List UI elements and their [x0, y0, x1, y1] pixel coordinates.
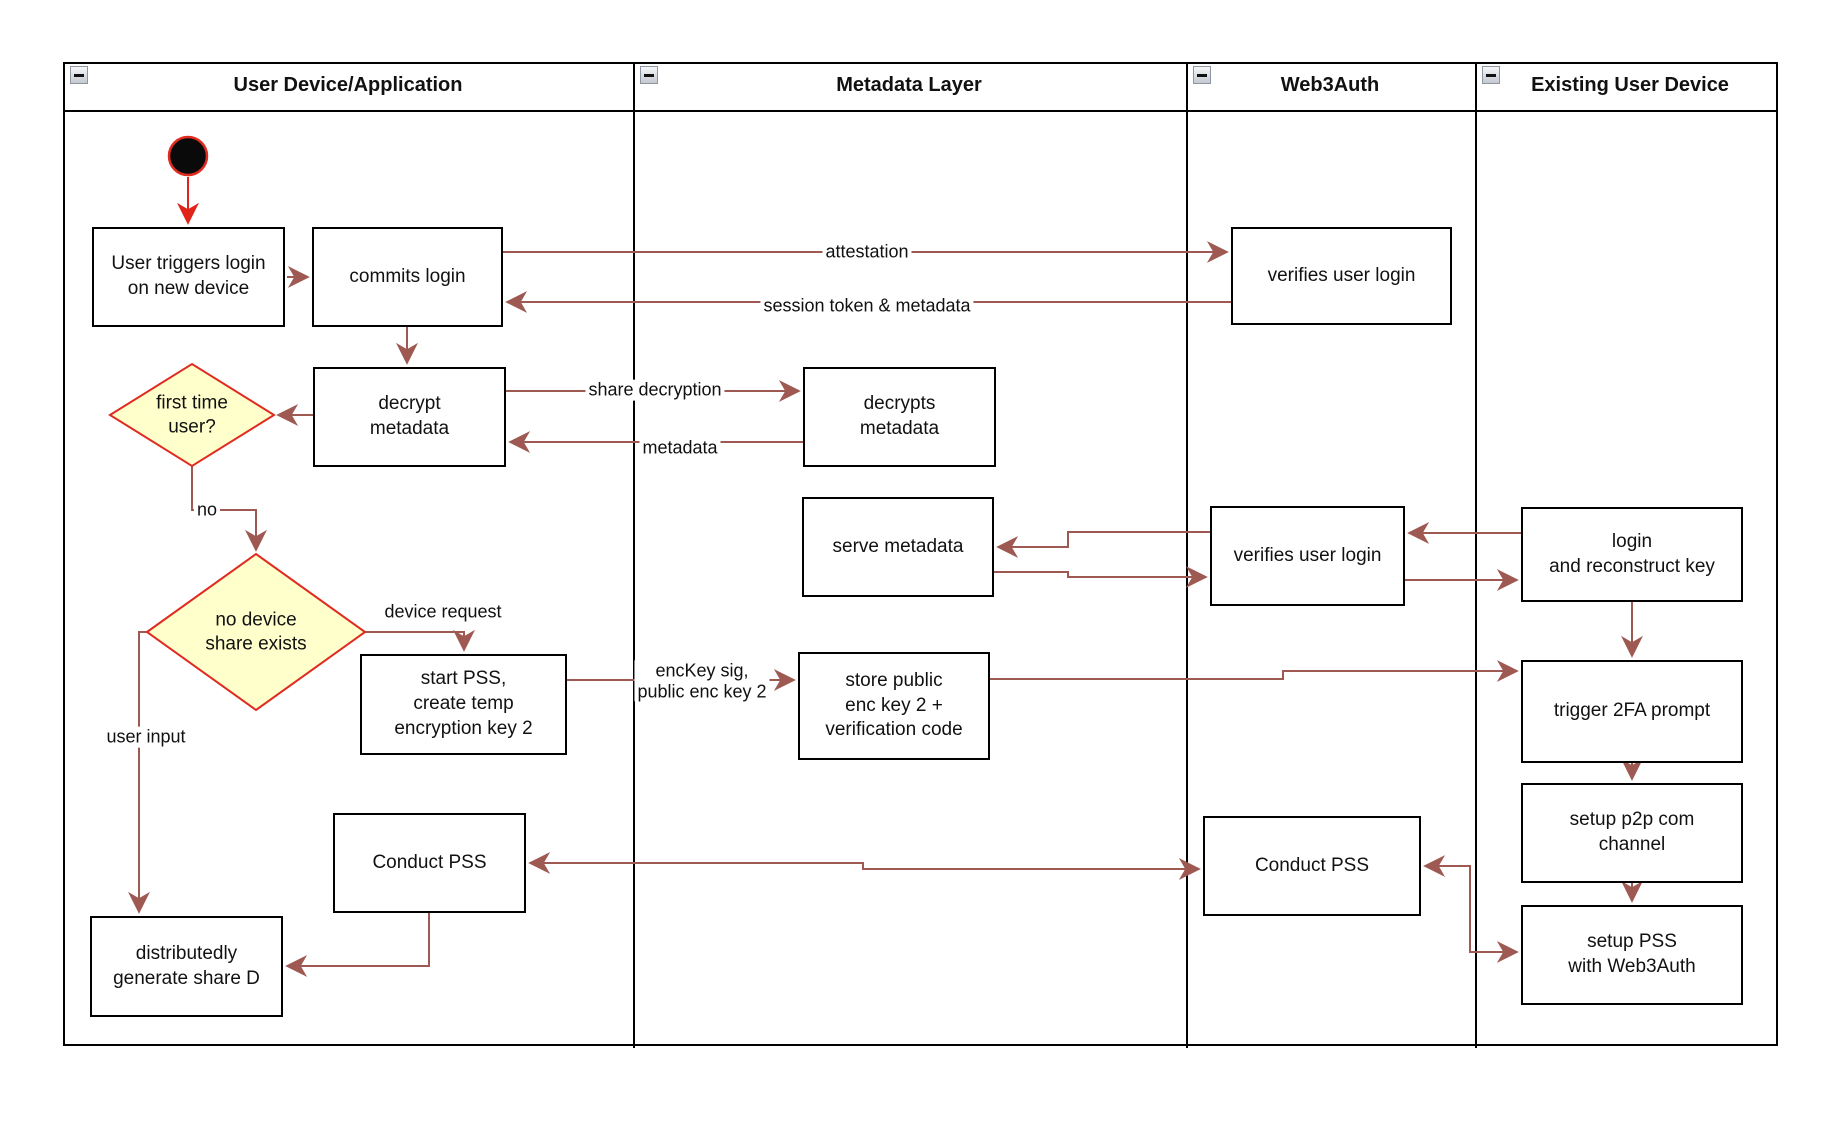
edge-label-enckey-sig: encKey sig, public enc key 2: [634, 660, 770, 702]
lane-header-separator: [63, 110, 1778, 112]
collapse-lane-icon[interactable]: [70, 66, 88, 84]
node-user-triggers-login[interactable]: User triggers login on new device: [92, 227, 285, 327]
minus-icon: [1486, 73, 1496, 77]
edge-serve-to-verifies2[interactable]: [994, 566, 1208, 588]
lane-title-web3auth[interactable]: Web3Auth: [1280, 74, 1380, 96]
decision-no-device-share[interactable]: [145, 552, 367, 712]
lane-divider-1: [633, 62, 635, 1048]
edge-label-share-decryption: share decryption: [585, 379, 725, 401]
minus-icon: [74, 73, 84, 77]
collapse-lane-icon[interactable]: [640, 66, 658, 84]
node-store-public-key[interactable]: store public enc key 2 + verification co…: [798, 652, 990, 760]
node-verifies-user-login-2[interactable]: verifies user login: [1210, 506, 1405, 606]
edge-no-branch[interactable]: [191, 466, 267, 552]
minus-icon: [644, 73, 654, 77]
node-distributed-share-d[interactable]: distributedly generate share D: [90, 916, 283, 1017]
edge-setup-pss-conduct-link[interactable]: [1423, 855, 1519, 963]
start-node[interactable]: [167, 135, 209, 177]
lane-title-existing-device[interactable]: Existing User Device: [1531, 74, 1729, 96]
lane-title-metadata-layer[interactable]: Metadata Layer: [836, 74, 982, 96]
edge-label-session-token: session token & metadata: [760, 295, 974, 317]
node-commits-login[interactable]: commits login: [312, 227, 503, 327]
node-decrypts-metadata[interactable]: decrypts metadata: [803, 367, 996, 467]
node-setup-pss-web3auth[interactable]: setup PSS with Web3Auth: [1521, 905, 1743, 1005]
node-login-reconstruct-key[interactable]: login and reconstruct key: [1521, 507, 1743, 602]
edge-verifies2-to-serve[interactable]: [996, 531, 1210, 558]
node-verifies-user-login-top[interactable]: verifies user login: [1231, 227, 1452, 325]
node-conduct-pss-device[interactable]: Conduct PSS: [333, 813, 526, 913]
edge-label-user-input: user input: [103, 726, 189, 748]
node-serve-metadata[interactable]: serve metadata: [802, 497, 994, 597]
edge-label-device-request: device request: [381, 601, 505, 623]
edge-conduct-to-distributed[interactable]: [285, 913, 430, 977]
lane-title-user-device[interactable]: User Device/Application: [233, 74, 463, 96]
decision-first-time-user[interactable]: [108, 362, 276, 468]
node-setup-p2p-channel[interactable]: setup p2p com channel: [1521, 783, 1743, 883]
node-start-pss[interactable]: start PSS, create temp encryption key 2: [360, 654, 567, 755]
edge-label-no: no: [193, 499, 221, 521]
edge-user-input[interactable]: [128, 631, 150, 914]
edge-label-metadata: metadata: [639, 437, 721, 459]
node-decrypt-metadata[interactable]: decrypt metadata: [313, 367, 506, 467]
collapse-lane-icon[interactable]: [1482, 66, 1500, 84]
edge-device-request[interactable]: [365, 629, 475, 652]
edge-label-attestation: attestation: [822, 241, 912, 263]
collapse-lane-icon[interactable]: [1193, 66, 1211, 84]
minus-icon: [1197, 73, 1207, 77]
node-conduct-pss-web3auth[interactable]: Conduct PSS: [1203, 816, 1421, 916]
edge-conduct-pss-link[interactable]: [528, 852, 1201, 880]
node-trigger-2fa[interactable]: trigger 2FA prompt: [1521, 660, 1743, 763]
edge-store-to-trigger-2fa[interactable]: [990, 660, 1519, 682]
lane-divider-3: [1475, 62, 1477, 1048]
lane-divider-2: [1186, 62, 1188, 1048]
